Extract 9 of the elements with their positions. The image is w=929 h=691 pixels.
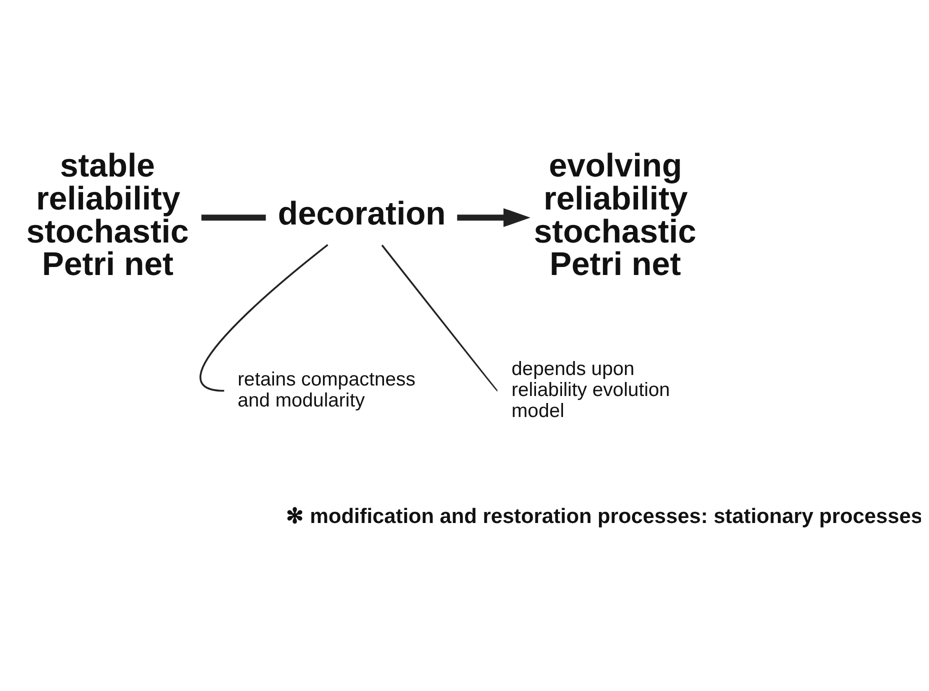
node-text: decoration	[278, 194, 446, 231]
node-text: stable reliability stochastic Petri net	[26, 146, 189, 282]
connector	[201, 214, 266, 220]
connector	[200, 244, 328, 392]
node-text: evolving reliability stochastic Petri net	[534, 146, 696, 282]
arrow	[457, 208, 530, 227]
connector	[381, 244, 498, 391]
node-text: depends upon reliability evolution model	[512, 357, 670, 422]
node-text: retains compactness and modularity	[238, 368, 416, 411]
